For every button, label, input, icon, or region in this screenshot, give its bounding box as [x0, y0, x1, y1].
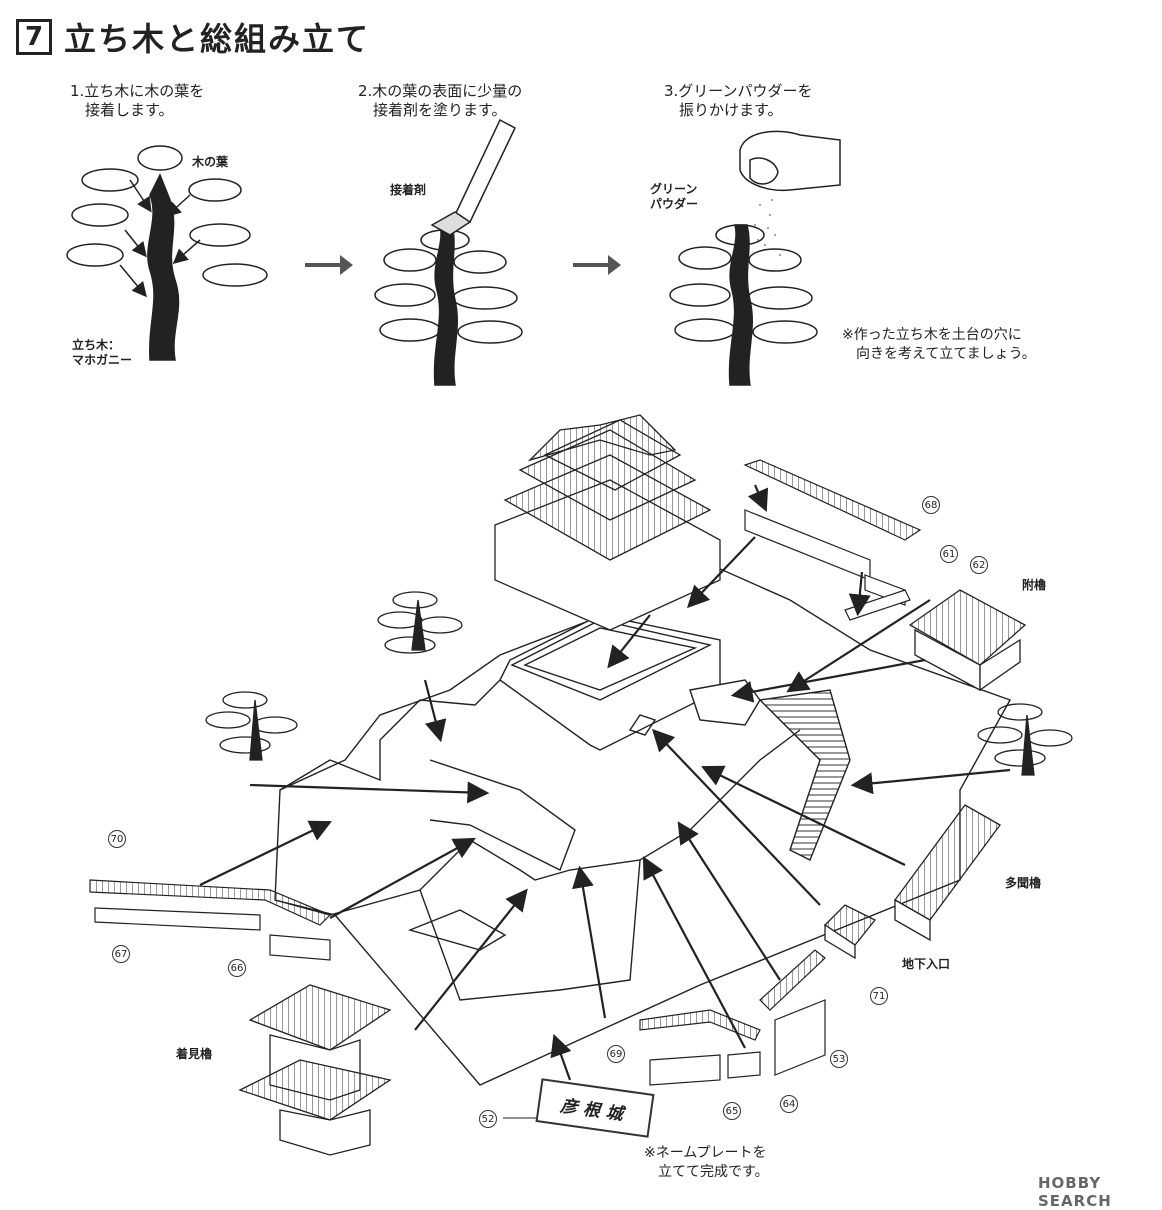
kimi-yagura-model [238, 984, 392, 1156]
section-header: 7 立ち木と総組み立て [16, 14, 370, 60]
part-number-65: 65 [723, 1102, 741, 1120]
chika-iriguchi-model [823, 904, 877, 960]
tamon-yagura-model [894, 804, 1001, 942]
label-tamon-yagura: 多聞櫓 [1005, 876, 1042, 890]
label-trunk: 立ち木： マホガニー [72, 338, 133, 367]
label-leaves: 木の葉 [192, 155, 229, 169]
step-number-box: 7 [16, 19, 52, 55]
part-number-62: 62 [970, 556, 988, 574]
tree-3-powder [669, 130, 841, 386]
tree-note: ※作った立ち木を土台の穴に 向きを考えて立てましょう。 [842, 327, 1036, 362]
assembly-arrows [199, 484, 1011, 1081]
part-number-52: 52 [479, 1110, 497, 1128]
step-1-instruction: 1.立ち木に木の葉を 接着します。 [70, 82, 205, 119]
tree-2-glue [374, 118, 523, 386]
part-number-64: 64 [780, 1095, 798, 1113]
part-number-68: 68 [922, 496, 940, 514]
section-title: 立ち木と総組み立て [64, 20, 371, 58]
part-number-71: 71 [870, 987, 888, 1005]
plate-note: ※ネームプレートを 立てて完成です。 [644, 1145, 769, 1180]
step-arrow-1 [305, 255, 353, 275]
tsuke-yagura-model [908, 589, 1027, 692]
label-chika-iriguchi: 地下入口 [902, 957, 951, 971]
label-powder: グリーン パウダー [650, 182, 699, 211]
watermark: HOBBY SEARCH [1038, 1174, 1112, 1210]
step-3-instruction: 3.グリーンパウダーを 振りかけます。 [664, 82, 813, 119]
base-trees [205, 591, 1073, 776]
part-number-70: 70 [108, 830, 126, 848]
castle-base [274, 559, 1012, 1086]
wall-rails [89, 459, 922, 1086]
label-tsuke-yagura: 附櫓 [1022, 578, 1047, 592]
step-2-instruction: 2.木の葉の表面に少量の 接着剤を塗ります。 [358, 82, 523, 119]
powder-dots [754, 199, 781, 256]
label-kimi-yagura: 着見櫓 [176, 1047, 213, 1061]
part-number-67: 67 [112, 945, 130, 963]
step-arrow-2 [573, 255, 621, 275]
label-glue: 接着剤 [390, 183, 427, 197]
part-number-61: 61 [940, 545, 958, 563]
part-number-66: 66 [228, 959, 246, 977]
tree-1-exploded [66, 145, 268, 361]
part-number-69: 69 [607, 1045, 625, 1063]
castle-keep [494, 414, 721, 631]
part-number-53: 53 [830, 1050, 848, 1068]
